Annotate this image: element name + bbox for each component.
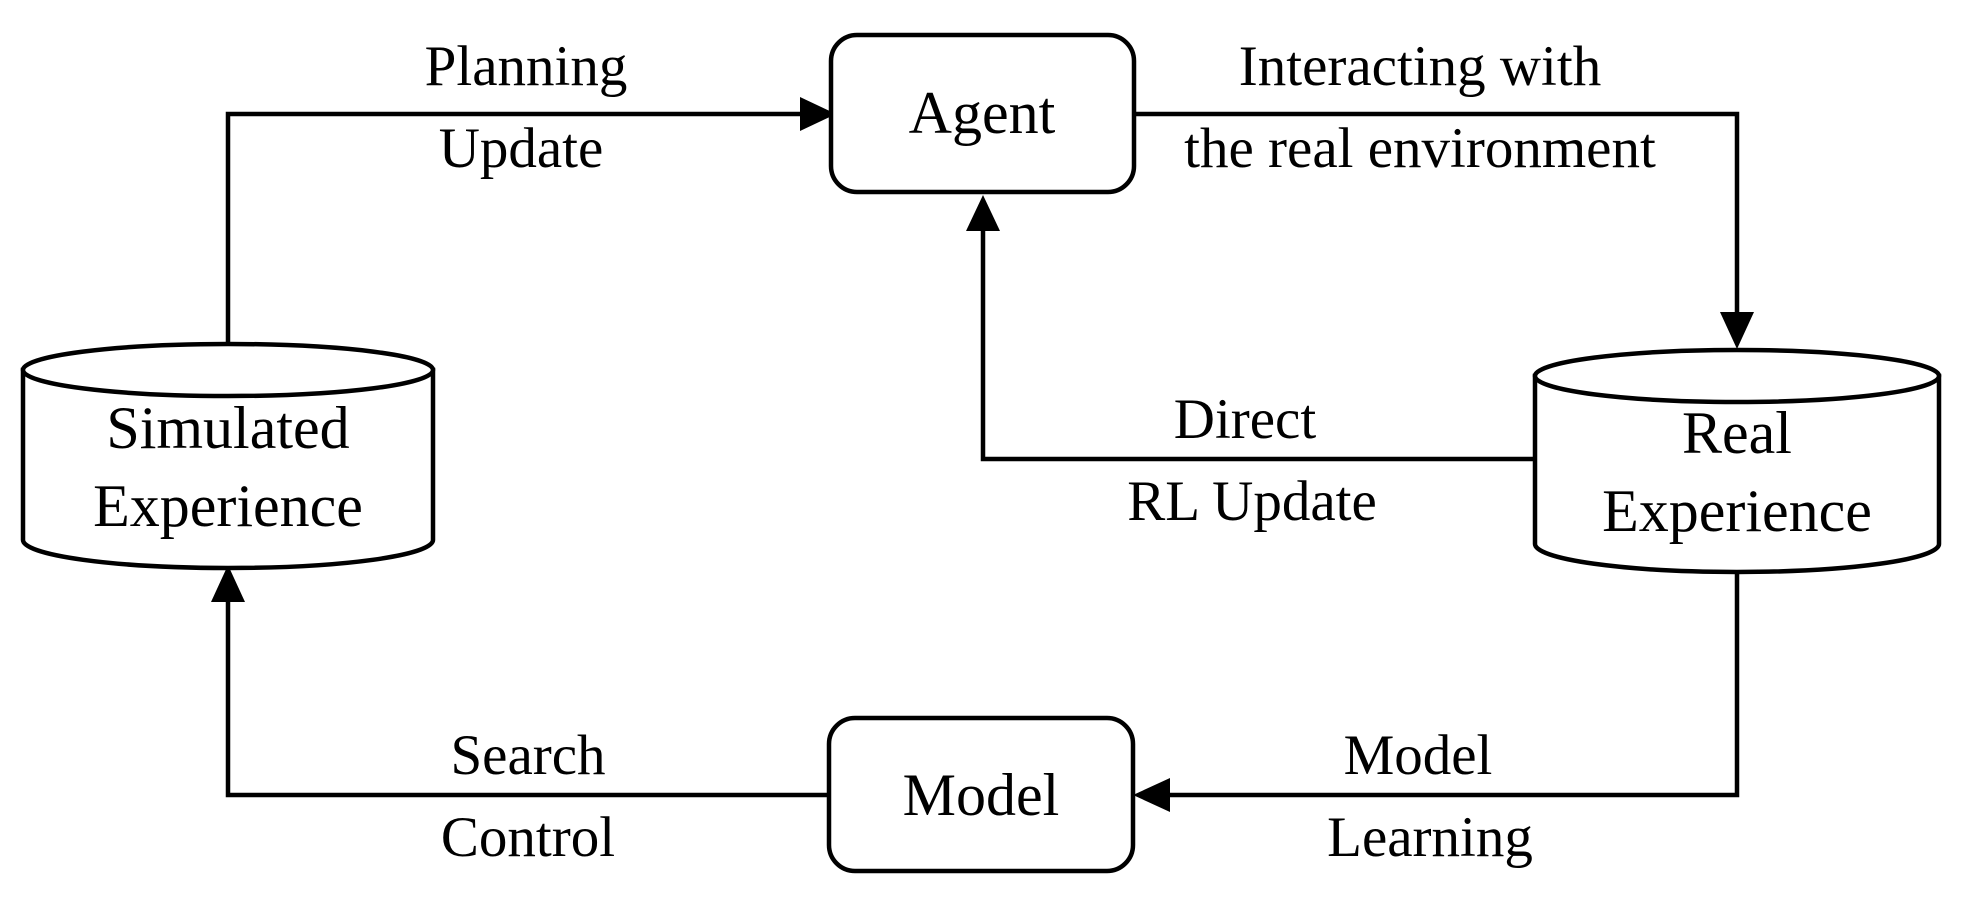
real-label-line1: Real	[1682, 400, 1792, 466]
model-box	[826, 715, 1136, 874]
interacting-label-line2: the real environment	[1184, 117, 1656, 180]
planning-update-label-line2: Update	[439, 117, 604, 180]
edge-direct-rl	[980, 231, 1535, 462]
arrowhead-to-agent-bottom	[966, 195, 1000, 231]
simulated-label-line2: Experience	[93, 473, 363, 539]
real-experience-store: Real Experience	[1532, 347, 1942, 575]
model-learning-label-line1: Model	[1344, 724, 1493, 787]
arrowhead-to-simulated	[211, 565, 245, 602]
simulated-label-line1: Simulated	[106, 395, 349, 461]
agent-box	[828, 32, 1137, 195]
edge-planning-update	[225, 111, 800, 345]
real-label-line2: Experience	[1602, 478, 1872, 544]
search-control-label-line1: Search	[450, 724, 605, 787]
direct-rl-label-line2: RL Update	[1127, 470, 1377, 533]
direct-rl-label-line1: Direct	[1174, 388, 1317, 451]
model-label: Model	[903, 762, 1060, 828]
search-control-label-line2: Control	[441, 806, 615, 869]
interacting-label-line1: Interacting with	[1239, 35, 1601, 98]
model-learning-label-line2: Learning	[1327, 806, 1533, 869]
agent-label: Agent	[909, 80, 1056, 146]
edge-model-learning	[1170, 570, 1740, 798]
edge-interacting	[1134, 111, 1740, 312]
arrowhead-to-real	[1720, 312, 1754, 349]
arrowhead-to-model	[1133, 778, 1170, 812]
planning-update-label-line1: Planning	[425, 35, 628, 98]
edge-search-control	[225, 602, 829, 798]
simulated-experience-store: Simulated Experience	[20, 341, 436, 571]
arrowhead-to-agent-left	[800, 97, 836, 131]
